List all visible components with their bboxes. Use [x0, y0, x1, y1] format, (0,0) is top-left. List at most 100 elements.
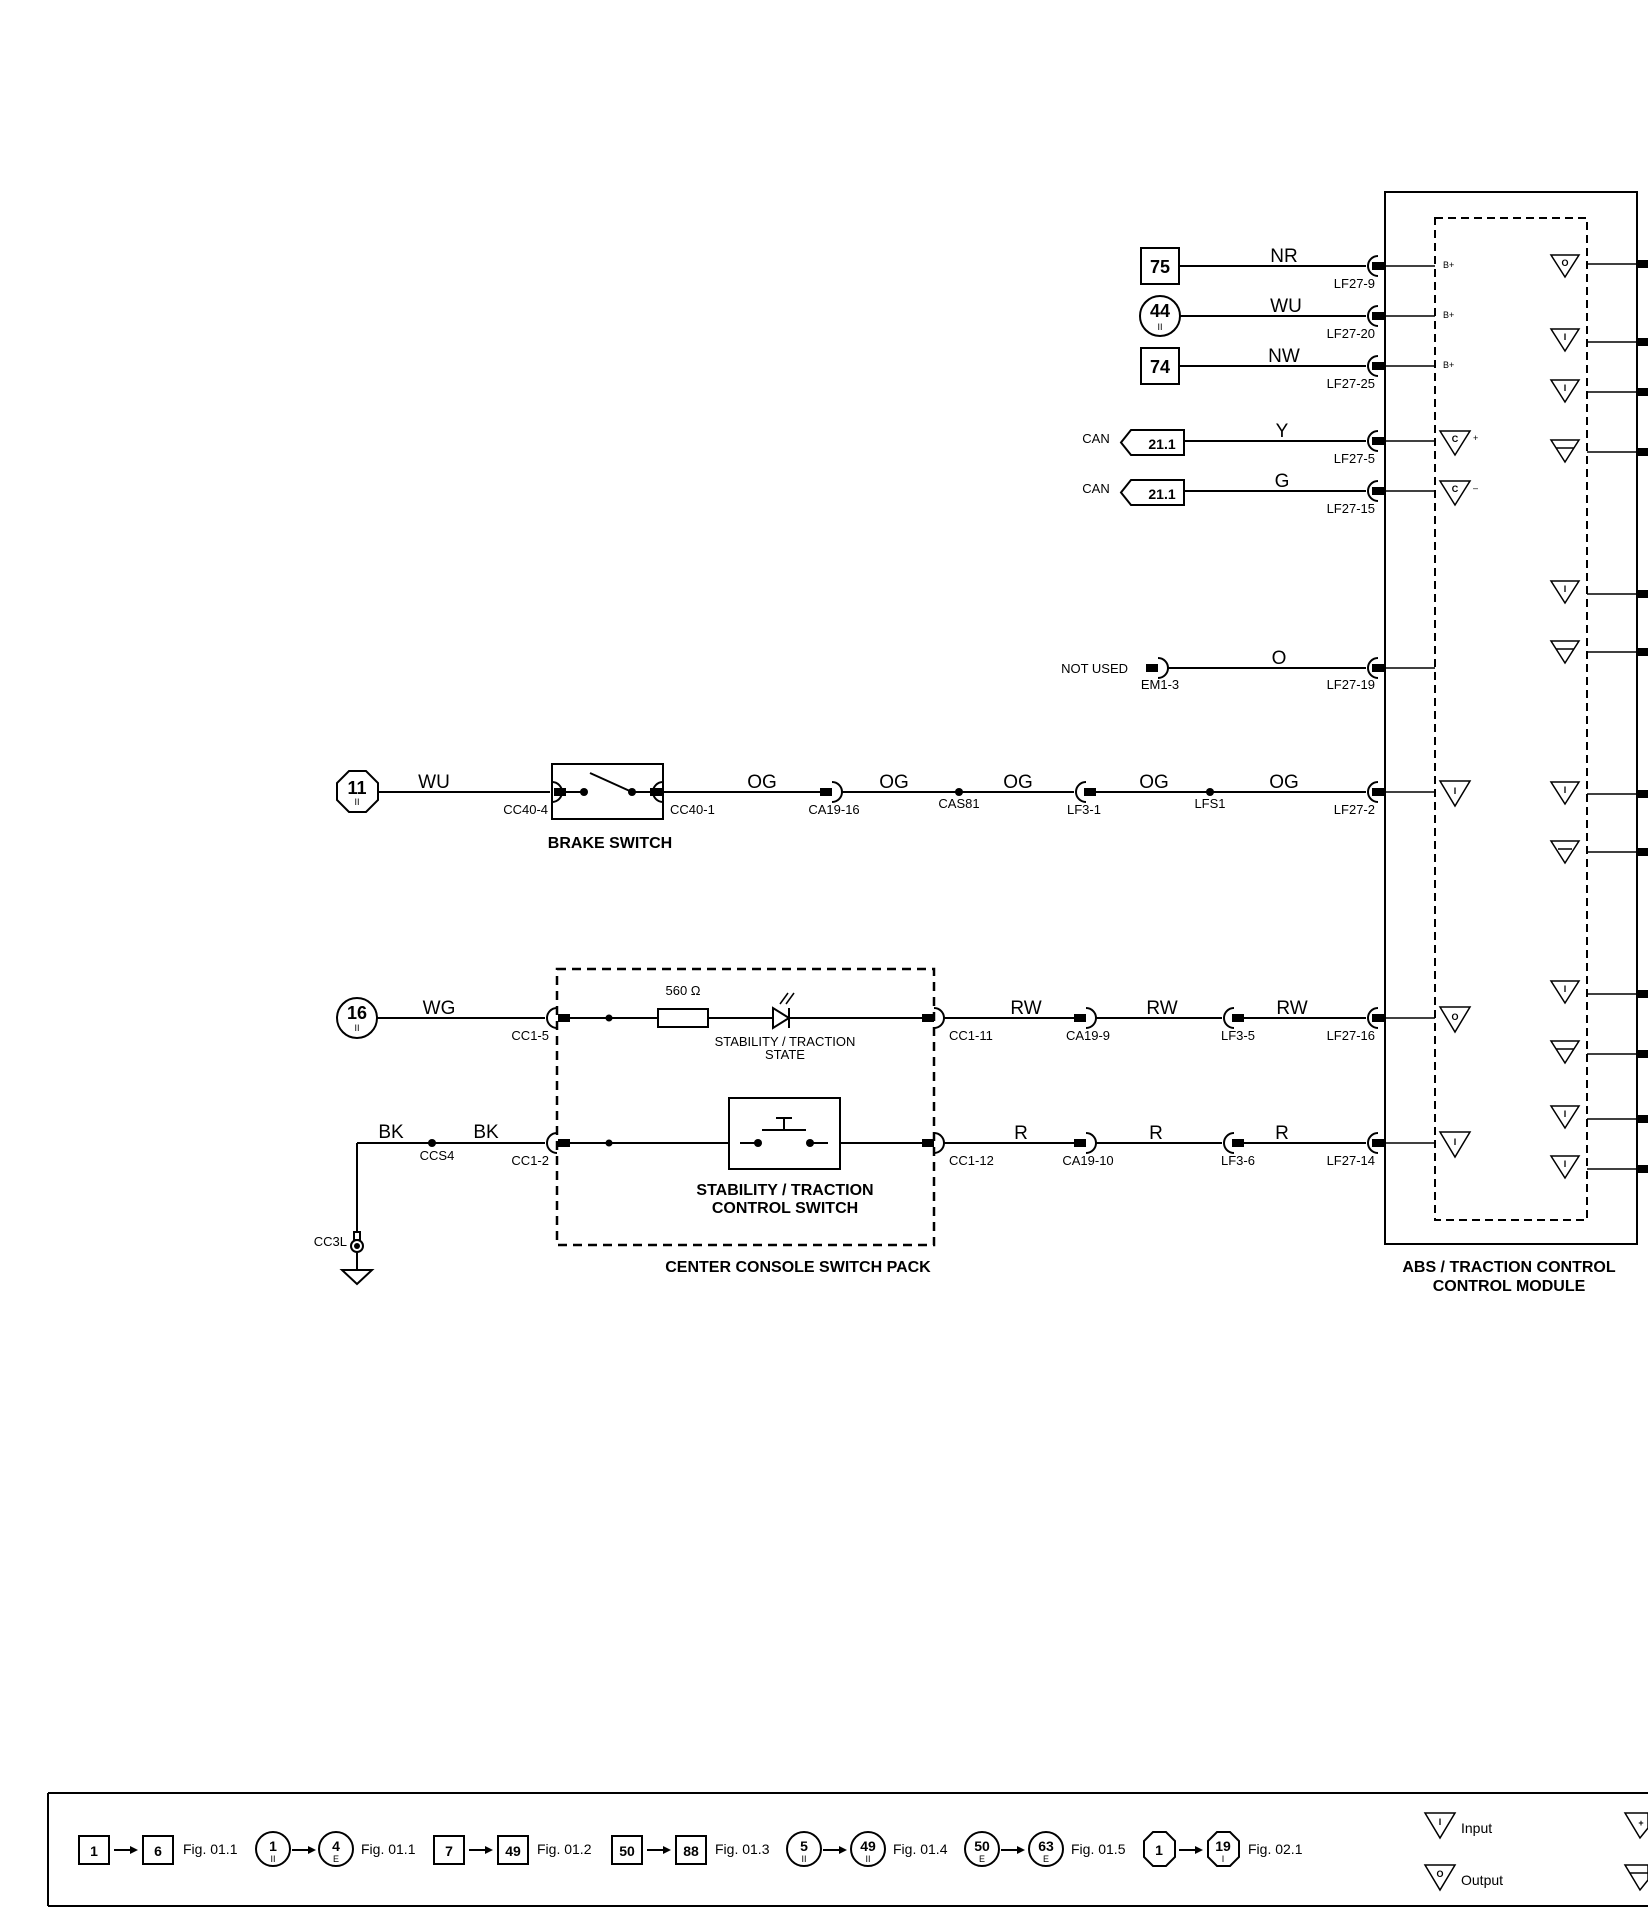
connector-label: LF27-16	[1327, 1028, 1375, 1043]
wire-color: O	[1272, 648, 1287, 669]
brake-switch-label: BRAKE SWITCH	[548, 835, 672, 852]
svg-text:I: I	[1564, 984, 1567, 994]
connector-icon	[546, 1007, 558, 1029]
svg-text:I: I	[1564, 785, 1567, 795]
connector-icon	[933, 1007, 945, 1029]
arrow-icon	[1017, 1846, 1025, 1854]
output-pin-icon	[1438, 1006, 1472, 1034]
svg-text:CA19-10: CA19-10	[1062, 1153, 1113, 1168]
legend-item: 50 88 Fig. 01.3	[611, 1835, 770, 1865]
svg-text:–: –	[1473, 483, 1478, 493]
wire-color: NW	[1268, 346, 1300, 367]
svg-text:EM1-3: EM1-3	[1141, 677, 1179, 692]
output-pin-icon	[1423, 1864, 1457, 1892]
svg-text:LF3-6: LF3-6	[1221, 1153, 1255, 1168]
svg-text:CC1-5: CC1-5	[511, 1028, 549, 1043]
legend: 1 6 Fig. 01.1 1 II 4 E Fig. 01.1 7 49 Fi…	[47, 1792, 1648, 1907]
wire-color: WU	[418, 772, 450, 793]
svg-text:II: II	[354, 1023, 359, 1033]
svg-text:11: 11	[347, 778, 366, 798]
brake-switch-circuit: 11 II WU CC40-4 CC40-1 BRAKE SWITCH OG C…	[336, 763, 1384, 852]
svg-text:50: 50	[974, 1838, 990, 1854]
input-pin-icon	[1549, 379, 1581, 404]
svg-text:50: 50	[619, 1843, 635, 1859]
arrow-icon	[130, 1846, 138, 1854]
svg-text:560 Ω: 560 Ω	[665, 983, 700, 998]
svg-text:1: 1	[1155, 1842, 1163, 1858]
svg-text:R: R	[1014, 1123, 1028, 1144]
svg-text:I: I	[1564, 332, 1567, 342]
connector-label: LF27-19	[1327, 677, 1375, 692]
svg-text:21.1: 21.1	[1148, 436, 1175, 452]
wire-color: WU	[1270, 296, 1302, 317]
legend-item: 1 19 I Fig. 02.1	[1143, 1831, 1303, 1867]
svg-text:75: 75	[1150, 257, 1170, 277]
svg-text:I: I	[1454, 1137, 1457, 1147]
svg-text:CC1-12: CC1-12	[949, 1153, 994, 1168]
svg-text:Fig. 02.1: Fig. 02.1	[1248, 1841, 1303, 1857]
svg-text:Fig. 01.4: Fig. 01.4	[893, 1841, 948, 1857]
feed-44: 44 II WU LF27-20	[1139, 295, 1384, 341]
svg-text:LF3-5: LF3-5	[1221, 1028, 1255, 1043]
connector-icon	[1367, 255, 1379, 277]
svg-text:LFS1: LFS1	[1194, 796, 1225, 811]
svg-text:Fig. 01.1: Fig. 01.1	[361, 1841, 416, 1857]
svg-text:49: 49	[860, 1838, 876, 1854]
ground-icon	[339, 1269, 375, 1286]
connector-icon	[1223, 1007, 1235, 1029]
svg-text:7: 7	[445, 1843, 453, 1859]
svg-text:Fig. 01.2: Fig. 01.2	[537, 1841, 592, 1857]
svg-text:II: II	[1157, 322, 1162, 332]
svg-text:O: O	[1436, 1869, 1443, 1879]
svg-text:CAN: CAN	[1082, 431, 1109, 446]
connector-label: LF27-25	[1327, 376, 1375, 391]
splice	[428, 1139, 436, 1147]
svg-text:CC40-1: CC40-1	[670, 802, 715, 817]
pin-bplus-1: B+	[1443, 260, 1454, 270]
svg-text:+: +	[1473, 433, 1478, 443]
connector-icon	[1367, 1007, 1379, 1029]
connector-icon	[546, 1132, 558, 1154]
connector-label: LF27-15	[1327, 501, 1375, 516]
can-low: CAN 21.1 G LF27-15	[1082, 471, 1384, 516]
input-pin-icon	[1549, 1155, 1581, 1180]
input-pin-icon	[1549, 580, 1581, 605]
svg-text:Fig. 01.1: Fig. 01.1	[183, 1841, 238, 1857]
control-switch-label-line2: CONTROL SWITCH	[712, 1200, 858, 1217]
splice	[1206, 788, 1214, 796]
arrow-icon	[663, 1846, 671, 1854]
svg-text:21.1: 21.1	[1148, 486, 1175, 502]
svg-text:OG: OG	[747, 772, 777, 793]
svg-text:RW: RW	[1010, 998, 1041, 1019]
svg-text:CCS4: CCS4	[420, 1148, 455, 1163]
svg-text:E: E	[1043, 1854, 1049, 1864]
connector-icon	[1367, 781, 1379, 803]
svg-text:1: 1	[90, 1843, 98, 1859]
svg-text:Fig. 01.3: Fig. 01.3	[715, 1841, 770, 1857]
can-arrow-icon	[1119, 429, 1185, 456]
svg-text:NOT USED: NOT USED	[1061, 661, 1128, 676]
feed-75: 75 NR LF27-9	[1140, 246, 1384, 291]
wire-color: Y	[1276, 421, 1289, 442]
can-plus-icon	[1438, 430, 1472, 457]
svg-text:4: 4	[332, 1838, 340, 1854]
svg-text:CC40-4: CC40-4	[503, 802, 548, 817]
connector-icon	[1157, 657, 1169, 679]
svg-text:O: O	[1451, 1012, 1458, 1022]
connector-icon	[1085, 1007, 1097, 1029]
svg-text:63: 63	[1038, 1838, 1054, 1854]
connector-icon	[1367, 1132, 1379, 1154]
legend-item: 7 49 Fig. 01.2	[433, 1835, 592, 1865]
can-arrow-icon	[1119, 479, 1185, 506]
module-title-line1: ABS / TRACTION CONTROL	[1402, 1259, 1616, 1276]
arrow-icon	[839, 1846, 847, 1854]
svg-text:OG: OG	[1269, 772, 1299, 793]
input-label: Input	[1461, 1820, 1492, 1836]
connector-icon	[1367, 305, 1379, 327]
svg-text:OG: OG	[879, 772, 909, 793]
wire-color: WG	[423, 998, 456, 1019]
input-pin-icon	[1549, 980, 1581, 1005]
feed-74: 74 NW LF27-25	[1140, 346, 1384, 391]
legend-item: 5 II 49 II Fig. 01.4	[786, 1831, 948, 1867]
